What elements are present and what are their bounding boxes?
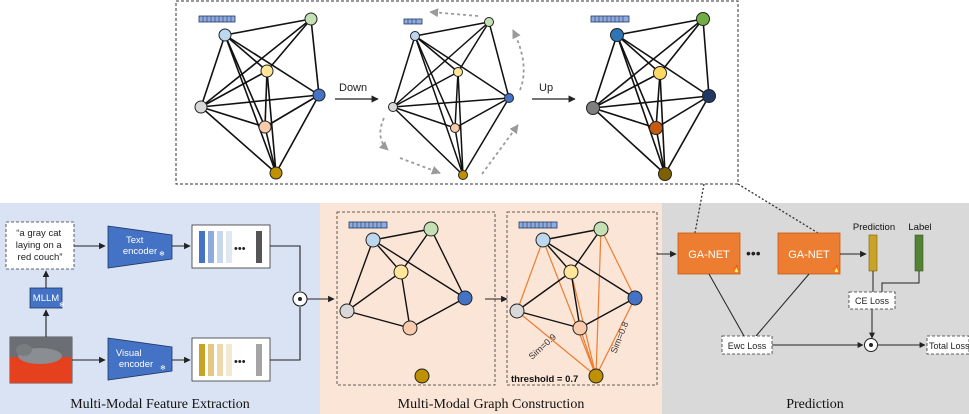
- graph-build-1-edges: [346, 228, 466, 329]
- graph-original: [200, 18, 320, 174]
- graph-build-1-token: [348, 221, 388, 229]
- graph-up-nodes: [586, 12, 716, 181]
- ce-loss-label: CE Loss: [855, 296, 890, 306]
- prediction-title: Prediction: [786, 397, 844, 412]
- visual-encoder-frozen-icon: ❄: [160, 364, 166, 372]
- text-embedding-bars: [199, 231, 262, 263]
- extraction-title: Multi-Modal Feature Extraction: [70, 397, 250, 412]
- caption-text: “a gray cat laying on a red couch”: [16, 228, 65, 263]
- mllm-frozen-icon: ❄: [59, 301, 65, 309]
- label-label: Label: [908, 222, 931, 233]
- total-loss-label: Total Loss: [929, 341, 969, 351]
- graph-build-1-nodes: [339, 221, 473, 384]
- graph-down-nodes: [388, 17, 514, 180]
- graph-original-token: [198, 15, 236, 23]
- graph-down-flow-arrows: [378, 8, 525, 175]
- ewc-loss-box: [721, 335, 773, 355]
- graph-up: [592, 18, 710, 175]
- graph-down: [392, 21, 510, 176]
- visual-embedding-bars: [199, 344, 262, 376]
- total-loss-box: [926, 335, 969, 355]
- text-encoder: [107, 225, 173, 269]
- ganet-block-1: [677, 232, 741, 275]
- caption-box: [5, 221, 75, 270]
- down-label: Down: [339, 82, 367, 94]
- label-to-ce-line: [881, 271, 920, 292]
- zoom-connector-left: [694, 183, 705, 234]
- ganet2-to-ewc-line: [755, 273, 810, 337]
- ganet-trainable-icon-1: 🔥: [732, 264, 741, 273]
- cat-image: [9, 336, 73, 384]
- graph-down-token: [403, 18, 423, 25]
- ganet-trainable-icon-2: 🔥: [832, 264, 841, 273]
- visual-encoder: [107, 337, 173, 381]
- graph-build-2-nodes: [509, 221, 643, 384]
- threshold-label: threshold = 0.7: [511, 374, 578, 385]
- text-emb-to-fusion-line: [270, 245, 301, 291]
- visual-emb-to-fusion-line: [270, 307, 301, 361]
- ewc-loss-label: Ewc Loss: [728, 341, 767, 351]
- ganet-dots: •••: [746, 245, 761, 261]
- graph-build-box-1: [336, 211, 496, 386]
- up-label: Up: [539, 82, 553, 94]
- ganet1-to-ewc-line: [708, 273, 745, 337]
- text-encoder-label: Text encoder: [123, 235, 157, 257]
- label-bar: [914, 234, 924, 272]
- mllm-label: MLLM: [33, 293, 59, 304]
- text-embedding-dots: •••: [234, 243, 246, 255]
- ganet-label-1: GA-NET: [688, 249, 730, 261]
- graph-build-2-token: [518, 221, 558, 229]
- visual-embedding-dots: •••: [234, 356, 246, 368]
- ganet-label-2: GA-NET: [788, 249, 830, 261]
- graph-original-nodes: [194, 12, 326, 180]
- construction-title: Multi-Modal Graph Construction: [398, 397, 585, 412]
- text-encoder-frozen-icon: ❄: [159, 250, 165, 258]
- graph-build-box-2: [506, 211, 658, 386]
- graph-up-token: [590, 15, 630, 23]
- prediction-label: Prediction: [853, 222, 895, 233]
- prediction-bar: [868, 234, 878, 272]
- visual-encoder-label: Visual encoder: [116, 348, 153, 370]
